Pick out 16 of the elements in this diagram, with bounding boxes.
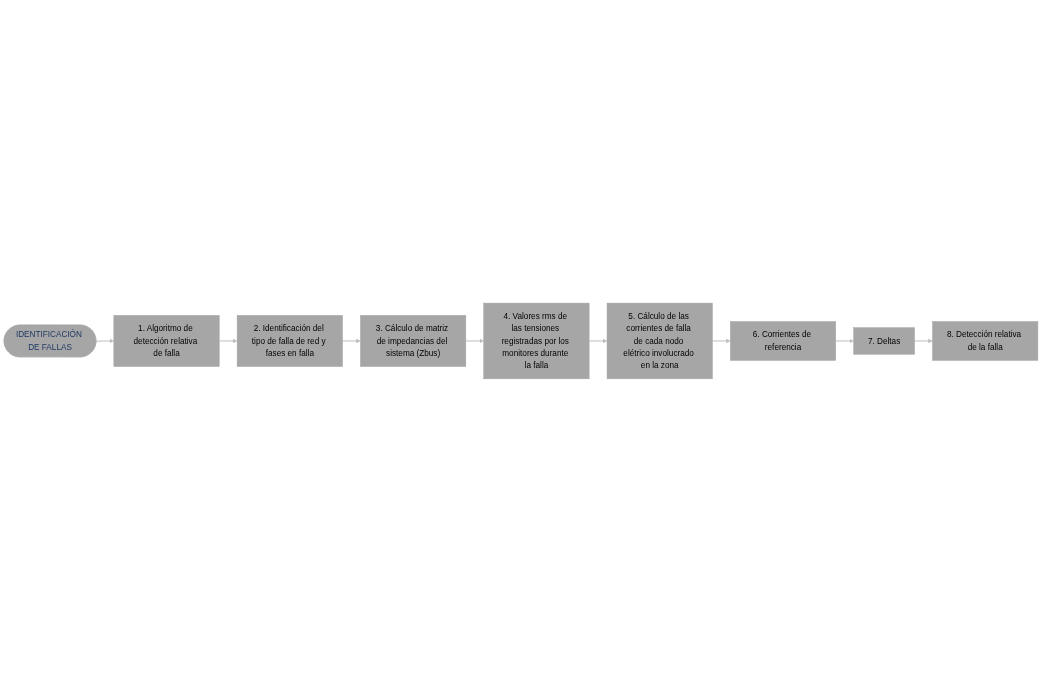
node-box: 3. Cálculo de matriz de impedancias del sistema (Zbus) xyxy=(360,315,467,367)
arrow xyxy=(588,338,608,344)
node-box: 6. Corrientes de referencia xyxy=(730,321,836,361)
arrow xyxy=(914,338,933,344)
node-box: 7. Deltas xyxy=(853,327,915,355)
node-box: 2. Identificación del tipo de falla de red y fases en falla xyxy=(236,315,343,367)
arrow xyxy=(95,338,115,344)
arrow xyxy=(835,338,854,344)
node-box: 1. Algoritmo de detección relativa de falla xyxy=(113,315,220,367)
node-box: 5. Cálculo de las corrientes de falla de cada nodo elétrico involucrado en la zona xyxy=(606,302,713,380)
node-box: 4. Valores rms de las tensiones registradas por los monitores durante la falla xyxy=(483,302,590,380)
arrow xyxy=(218,338,238,344)
arrow xyxy=(342,338,361,344)
arrow xyxy=(465,338,484,344)
node-box: 8. Detección relativa de la falla xyxy=(932,321,1039,361)
arrow xyxy=(711,338,731,344)
